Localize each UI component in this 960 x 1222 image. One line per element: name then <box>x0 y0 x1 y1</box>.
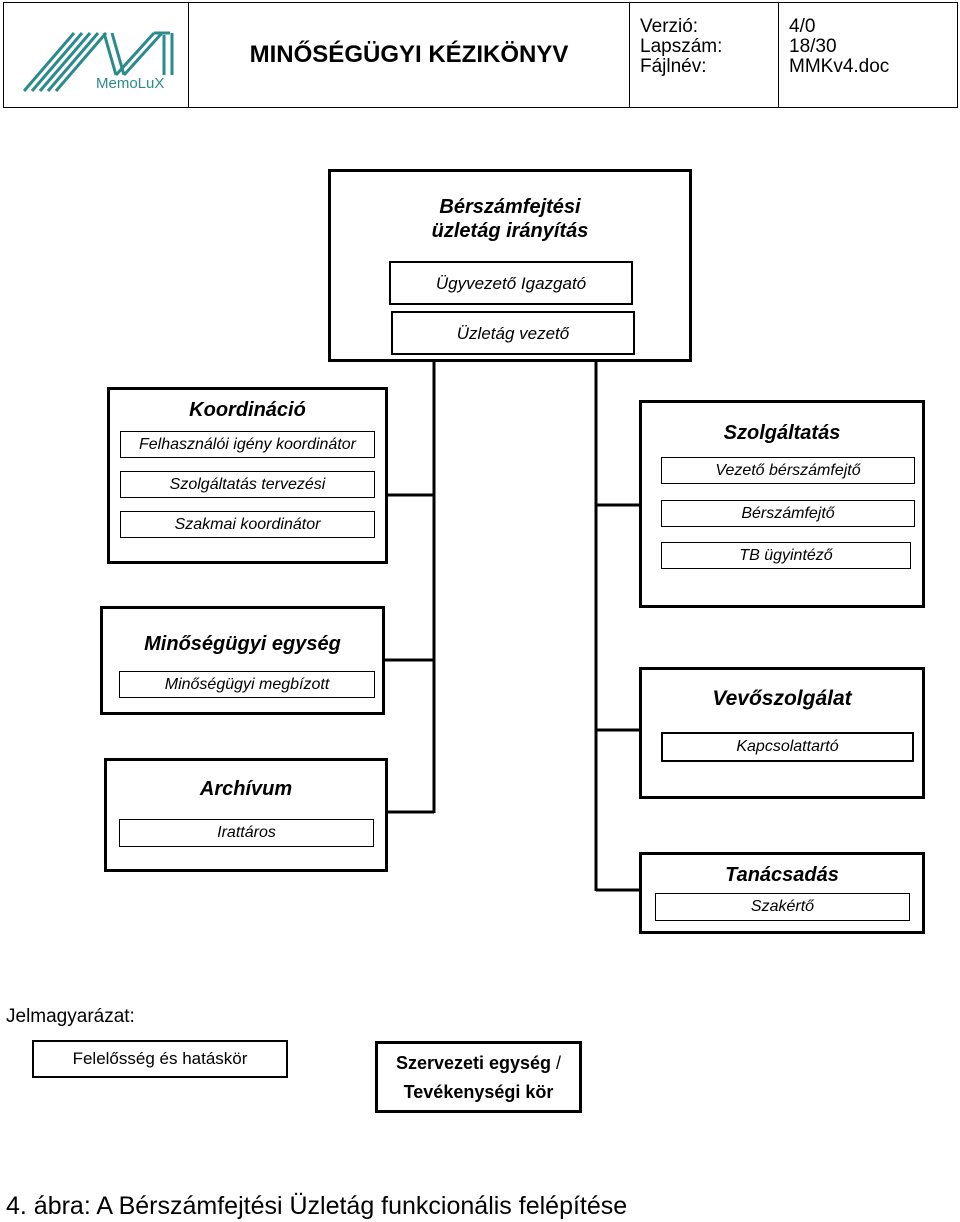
role-managing-director: Ügyvezető Igazgató <box>389 261 633 305</box>
role-archivist: Irattáros <box>119 819 374 847</box>
memolux-logo-icon <box>22 31 174 92</box>
meta-labels: Verzió: Lapszám: Fájlnév: <box>629 2 779 108</box>
coordination-box: Koordináció Felhasználói igény koordinát… <box>107 387 388 564</box>
role-expert: Szakértő <box>655 893 910 921</box>
quality-unit-title: Minőségügyi egység <box>144 633 341 655</box>
legend-title: Jelmagyarázat: <box>6 1006 135 1027</box>
archive-title: Archívum <box>199 778 293 800</box>
role-contact-person: Kapcsolattartó <box>661 732 914 762</box>
role-payroll-officer: Bérszámfejtő <box>661 500 915 527</box>
service-title: Szolgáltatás <box>723 422 841 444</box>
document-title: MINŐSÉGÜGYI KÉZIKÖNYV <box>188 2 630 108</box>
consulting-box: Tanácsadás Szakértő <box>639 852 925 934</box>
legend-unit: Szervezeti egység / Tevékenységi kör <box>375 1041 582 1113</box>
figure-caption: 4. ábra: A Bérszámfejtési Üzletág funkci… <box>6 1192 628 1220</box>
logo-text: MemoLuX <box>96 75 165 92</box>
legend-unit-separator: / <box>551 1053 562 1073</box>
version-label: Verzió: <box>640 16 699 37</box>
role-service-planning: Szolgáltatás tervezési <box>120 471 375 498</box>
legend-activity-label: Tevékenységi kör <box>403 1082 554 1102</box>
service-box: Szolgáltatás Vezető bérszámfejtő Bérszám… <box>639 400 925 608</box>
legend-unit-label: Szervezeti egység <box>395 1053 552 1073</box>
consulting-title: Tanácsadás <box>725 864 839 886</box>
archive-box: Archívum Irattáros <box>104 758 388 872</box>
legend-responsibility-label: Felelősség és hatáskör <box>72 1049 248 1068</box>
role-professional-coordinator: Szakmai koordinátor <box>120 511 375 538</box>
business-management-title-2: üzletág irányítás <box>431 220 589 242</box>
filename-value: MMKv4.doc <box>789 56 890 77</box>
meta-values: 4/0 18/30 MMKv4.doc <box>778 2 958 108</box>
role-social-security-clerk: TB ügyintéző <box>661 542 911 569</box>
legend-responsibility: Felelősség és hatáskör <box>32 1040 288 1078</box>
customer-service-title: Vevőszolgálat <box>712 687 852 710</box>
filename-label: Fájlnév: <box>640 56 707 77</box>
page-label: Lapszám: <box>640 36 723 57</box>
role-user-demand-coordinator: Felhasználói igény koordinátor <box>120 431 375 458</box>
version-value: 4/0 <box>789 16 816 37</box>
business-management-title-1: Bérszámfejtési <box>439 196 581 218</box>
customer-service-box: Vevőszolgálat Kapcsolattartó <box>639 667 925 799</box>
business-management-box: Bérszámfejtési üzletág irányítás Ügyveze… <box>328 169 692 362</box>
role-lead-payroll-officer: Vezető bérszámfejtő <box>661 457 915 484</box>
quality-unit-box: Minőségügyi egység Minőségügyi megbízott <box>100 606 385 715</box>
coordination-title: Koordináció <box>189 399 306 421</box>
role-branch-manager: Üzletág vezető <box>391 311 635 355</box>
logo-cell: MemoLuX <box>3 2 189 108</box>
page-value: 18/30 <box>789 36 837 57</box>
role-quality-officer: Minőségügyi megbízott <box>119 671 375 698</box>
